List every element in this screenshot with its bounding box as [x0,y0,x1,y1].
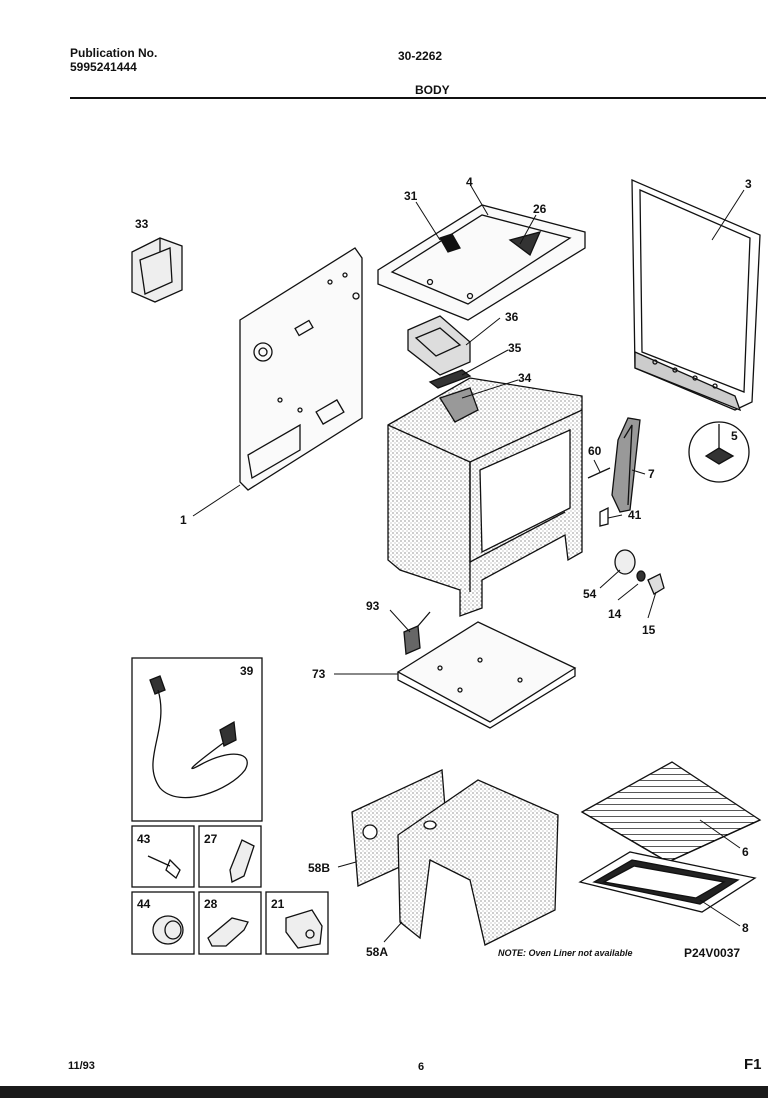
callout-54: 54 [583,587,597,601]
callout-43: 43 [137,832,151,846]
screw-part [147,855,181,880]
callout-5: 5 [731,429,738,443]
oven-rack-part [580,761,762,863]
leader-lines [192,185,745,943]
figure-number: F1 [744,1056,762,1073]
callout-7: 7 [648,467,655,481]
inset-box-39 [131,657,263,822]
callout-93: 93 [366,599,380,613]
vent-duct-part [407,315,471,376]
callout-34: 34 [518,371,532,385]
header-rule [70,97,766,99]
bottom-panel-part [396,611,577,729]
callout-1: 1 [180,513,187,527]
inset-box-27 [198,825,262,888]
section-title: BODY [415,83,450,97]
gasket-part [428,369,472,389]
storage-drawer-part [351,769,559,946]
top-panel-part [377,204,586,321]
callout-58B: 58B [308,861,330,875]
callout-4: 4 [466,175,473,189]
callout-31: 31 [404,189,418,203]
callout-6: 6 [742,845,749,859]
callout-73: 73 [312,667,326,681]
callout-14: 14 [608,607,622,621]
callout-15: 15 [642,623,656,637]
page-number: 6 [418,1061,425,1073]
clip-21-part [285,909,323,949]
inset-box-44 [131,891,195,955]
callout-21: 21 [271,897,285,911]
callout-27: 27 [204,832,218,846]
leveling-leg-part [688,421,750,483]
callout-8: 8 [742,921,749,935]
scan-edge [0,1086,768,1098]
callout-35: 35 [508,341,522,355]
model-code: 30-2262 [398,49,443,63]
knob-parts [614,549,665,595]
broiler-pan-part [578,851,757,913]
oven-body-part [387,377,583,617]
callout-58A: 58A [366,945,388,959]
callout-28: 28 [204,897,218,911]
inset-box-43 [131,825,195,888]
footer-date: 11/93 [68,1060,95,1072]
drawing-code: P24V0037 [684,946,741,960]
callout-39: 39 [240,664,254,678]
callout-3: 3 [745,177,752,191]
callout-33: 33 [135,217,149,231]
oven-door-part [631,179,761,412]
clip-27-part [229,839,255,883]
publication-number: 5995241444 [70,60,137,74]
callout-60: 60 [588,444,602,458]
inset-box-28 [198,891,262,955]
oven-liner-note: NOTE: Oven Liner not available [498,948,633,958]
inset-box-21 [265,891,329,955]
bracket-33-part [131,237,183,303]
callout-26: 26 [533,202,547,216]
callout-36: 36 [505,310,519,324]
callout-44: 44 [137,897,151,911]
bracket-28-part [207,917,249,947]
power-cord-part [149,675,248,799]
back-panel-part [239,247,363,491]
callout-41: 41 [628,508,642,522]
knob-44-part [152,915,184,945]
door-hinge-part [587,417,641,527]
publication-label: Publication No. [70,46,158,60]
